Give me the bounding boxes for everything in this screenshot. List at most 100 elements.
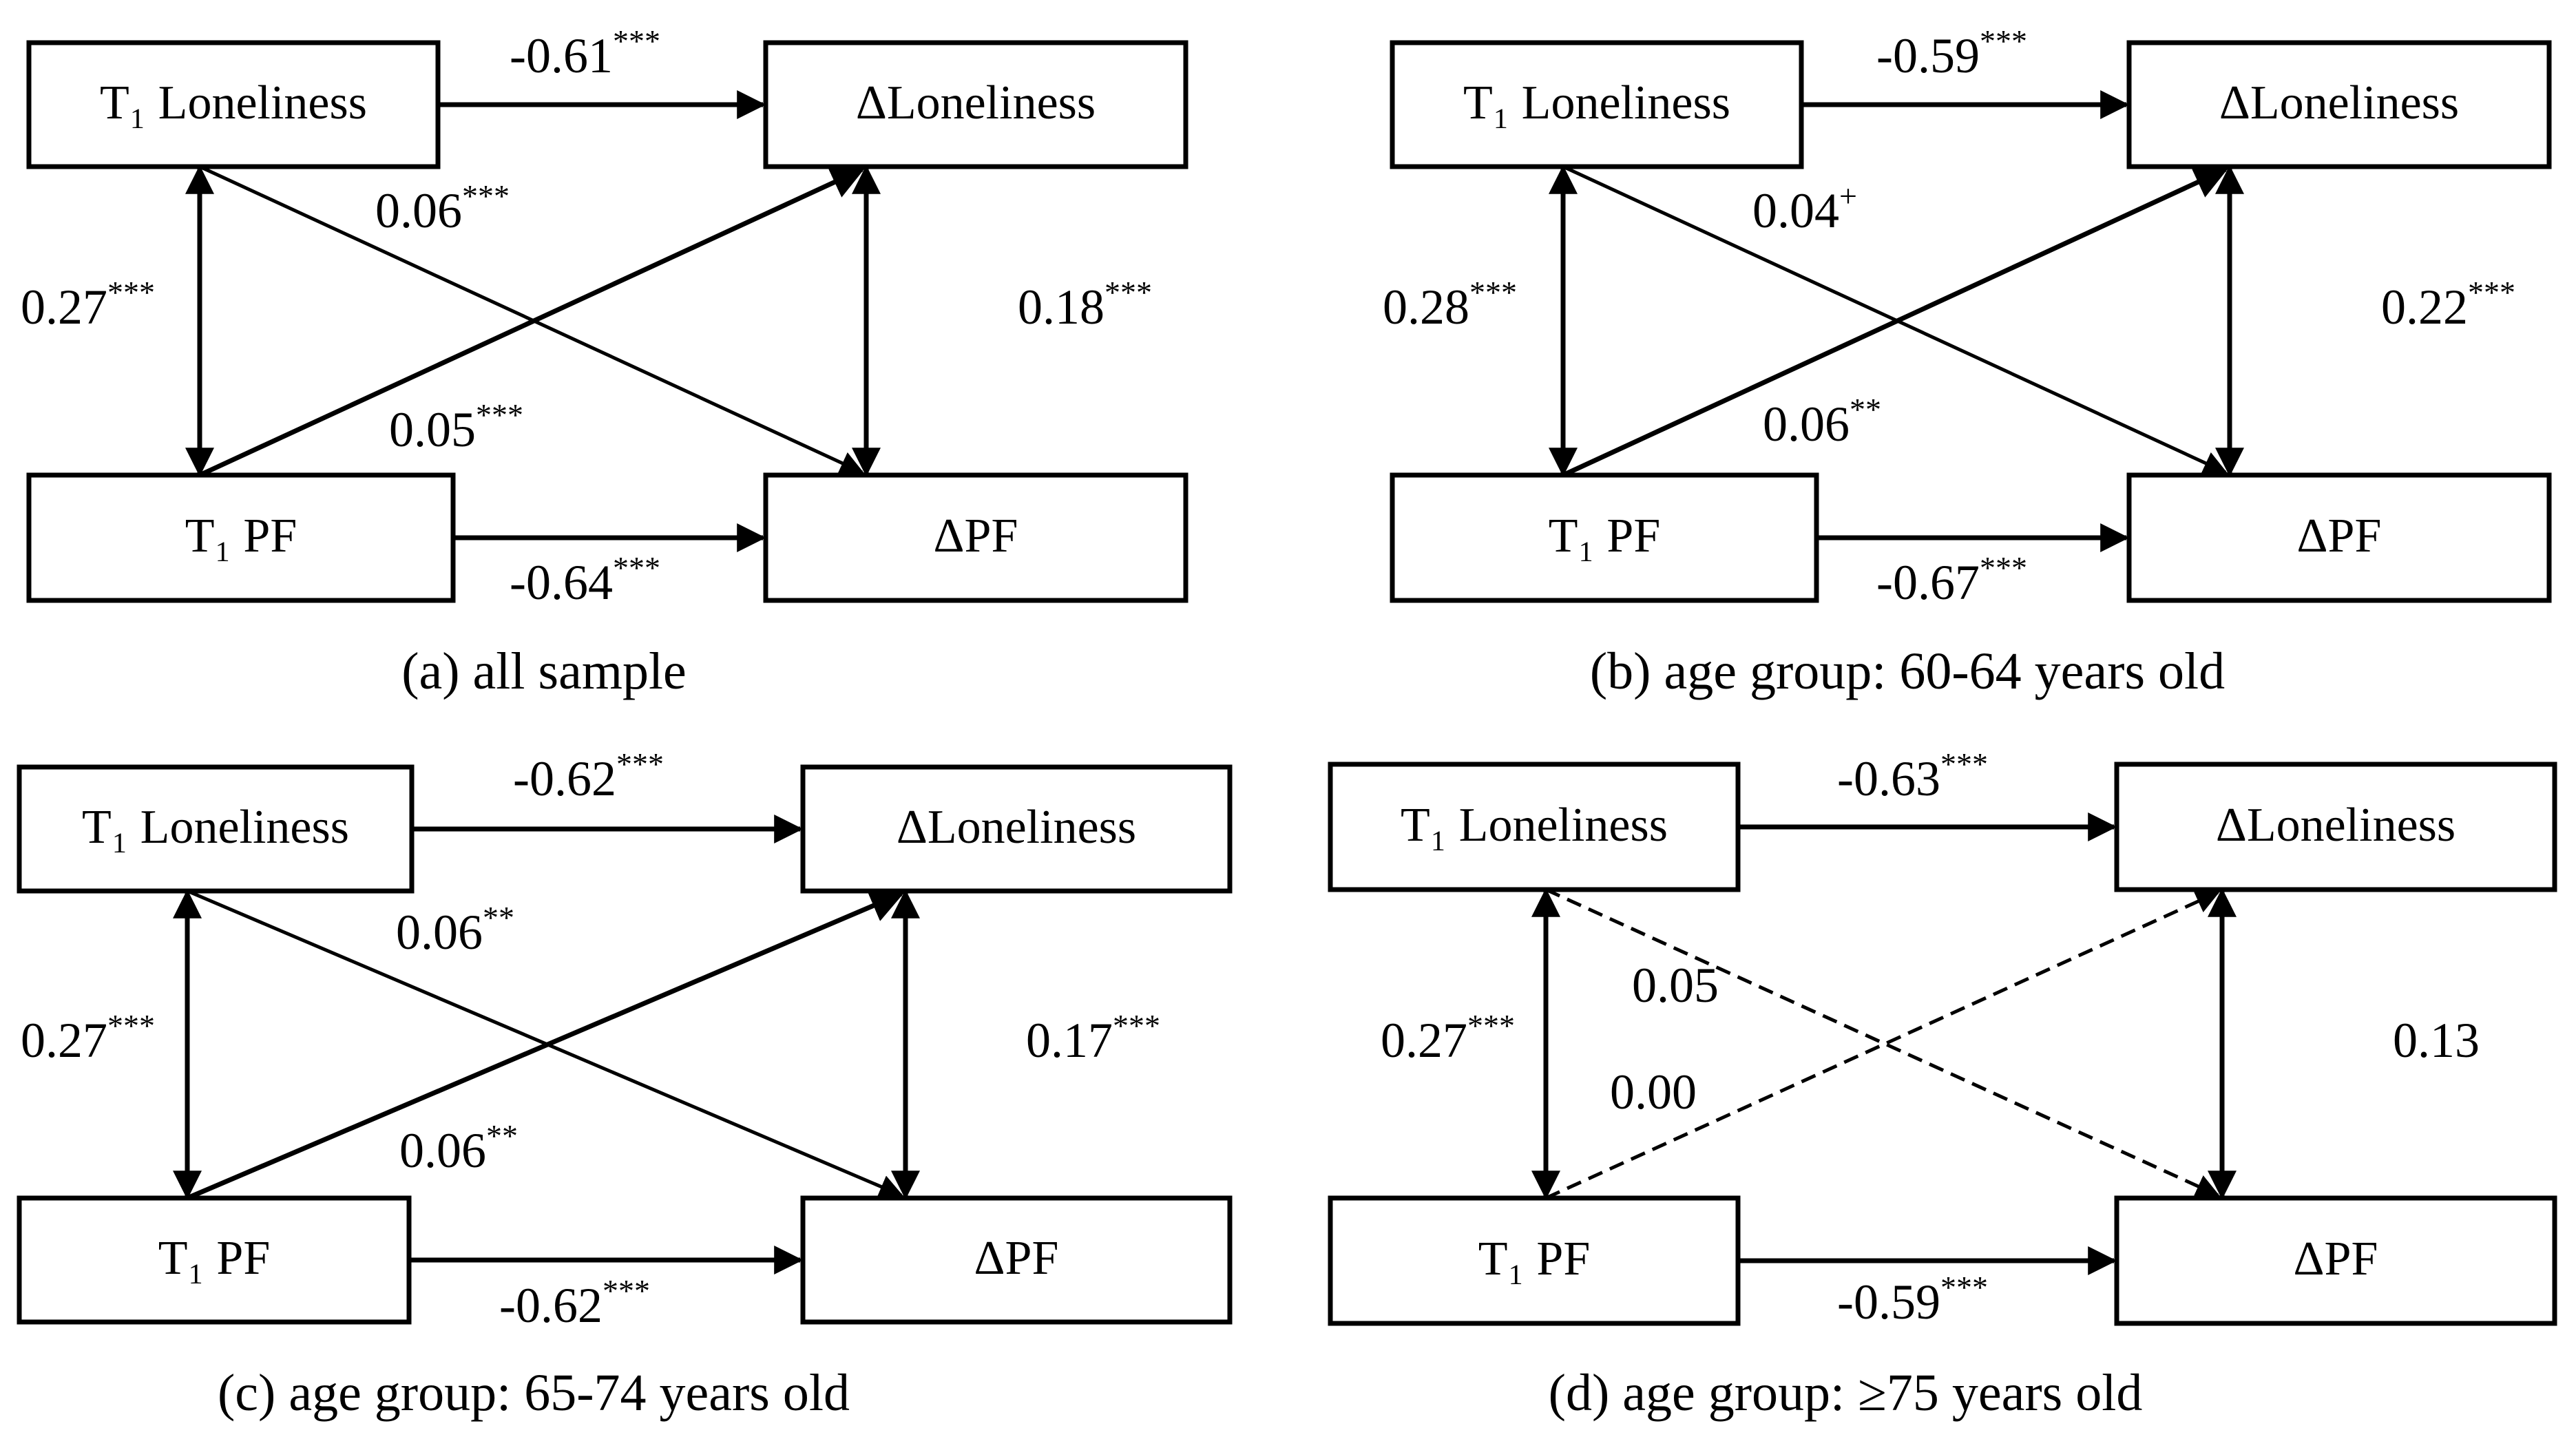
coef-pf-to-delta-pf-value: -0.62 <box>499 1278 603 1333</box>
coef-t1-covariance-significance: *** <box>1467 1008 1515 1043</box>
coef-pf-to-delta-pf-significance: *** <box>603 1273 650 1308</box>
coef-loneliness-to-delta-loneliness: -0.62*** <box>513 746 664 806</box>
coef-delta-covariance: 0.18*** <box>1018 275 1152 335</box>
coef-loneliness-to-delta-pf-significance: + <box>1839 178 1857 213</box>
coef-pf-to-delta-pf-significance: *** <box>613 550 660 585</box>
coef-loneliness-to-delta-pf-significance: ** <box>483 900 514 935</box>
path-loneliness-to-delta-pf <box>1544 888 2221 1197</box>
box-t1-pf-label: T₁ PF <box>1549 510 1661 563</box>
coef-loneliness-to-delta-loneliness-significance: *** <box>616 746 664 781</box>
panel-caption-a: (a) all sample <box>401 642 687 700</box>
coef-t1-covariance: 0.27*** <box>1381 1008 1515 1068</box>
box-t1-loneliness-label: T₁ Loneliness <box>1463 76 1730 129</box>
path-pf-to-delta-loneliness <box>1562 167 2229 478</box>
coef-pf-to-delta-pf-value: -0.59 <box>1837 1274 1940 1330</box>
coef-loneliness-to-delta-loneliness-value: -0.59 <box>1876 28 1980 83</box>
coef-t1-covariance-value: 0.27 <box>21 280 107 335</box>
coef-loneliness-to-delta-pf-value: 0.04 <box>1752 183 1839 238</box>
box-delta-pf-label: ΔPF <box>934 510 1018 563</box>
coef-delta-covariance-value: 0.18 <box>1018 280 1104 335</box>
box-delta-pf <box>2126 472 2552 603</box>
coef-loneliness-to-delta-pf: 0.05 <box>1632 958 1719 1013</box>
coef-t1-covariance-significance: *** <box>1469 275 1517 310</box>
coef-loneliness-to-delta-pf-significance: *** <box>462 178 510 213</box>
coef-pf-to-delta-pf-significance: *** <box>1980 550 2027 585</box>
box-delta-loneliness-label: ΔLoneliness <box>897 801 1136 854</box>
coef-pf-to-delta-pf: -0.64*** <box>510 550 660 610</box>
coef-loneliness-to-delta-loneliness-value: -0.61 <box>510 28 613 83</box>
path-pf-to-delta-loneliness <box>198 167 866 478</box>
box-delta-pf-label: ΔPF <box>2294 1232 2378 1286</box>
coef-loneliness-to-delta-loneliness-significance: *** <box>613 23 660 59</box>
coef-pf-to-delta-loneliness: 0.06** <box>399 1118 518 1178</box>
box-t1-pf <box>17 1195 412 1325</box>
box-delta-loneliness-label: ΔLoneliness <box>2216 799 2455 852</box>
coef-delta-covariance-significance: *** <box>1104 275 1152 310</box>
path-pf-to-delta-loneliness <box>1544 890 2221 1200</box>
coef-pf-to-delta-pf: -0.62*** <box>499 1273 650 1333</box>
box-t1-loneliness-label: T₁ Loneliness <box>82 801 349 854</box>
path-loneliness-to-delta-pf <box>1562 165 2228 474</box>
coef-pf-to-delta-pf-value: -0.64 <box>510 555 613 610</box>
coef-delta-covariance-value: 0.22 <box>2381 280 2468 335</box>
panel-caption-d: (d) age group: ≥75 years old <box>1549 1364 2143 1422</box>
coef-pf-to-delta-loneliness-value: 0.05 <box>389 402 476 457</box>
coef-pf-to-delta-loneliness: 0.06** <box>1763 392 1881 452</box>
coef-pf-to-delta-loneliness-value: 0.06 <box>1763 397 1850 452</box>
box-delta-pf-label: ΔPF <box>2297 510 2382 563</box>
box-t1-pf-label: T₁ PF <box>158 1232 271 1285</box>
coef-t1-covariance-value: 0.28 <box>1383 280 1469 335</box>
box-delta-loneliness-label: ΔLoneliness <box>2219 76 2459 129</box>
box-t1-pf-label: T₁ PF <box>1478 1232 1591 1286</box>
coef-pf-to-delta-pf-significance: *** <box>1940 1270 1988 1305</box>
path-pf-to-delta-loneliness <box>186 890 905 1201</box>
box-t1-loneliness-label: T₁ Loneliness <box>100 76 367 129</box>
coef-t1-covariance: 0.27*** <box>21 275 155 335</box>
coef-pf-to-delta-loneliness-significance: ** <box>486 1118 518 1153</box>
coef-loneliness-to-delta-loneliness-value: -0.63 <box>1837 751 1940 806</box>
box-delta-pf <box>763 472 1188 603</box>
coef-t1-covariance-significance: *** <box>107 275 155 310</box>
coef-pf-to-delta-loneliness-value: 0.06 <box>399 1123 486 1178</box>
coef-delta-covariance-significance: *** <box>2468 275 2515 310</box>
box-t1-pf <box>1328 1195 1741 1326</box>
coef-t1-covariance-significance: *** <box>107 1008 155 1043</box>
box-delta-loneliness-label: ΔLoneliness <box>856 76 1096 129</box>
coef-pf-to-delta-loneliness-value: 0.00 <box>1610 1064 1697 1120</box>
panel-caption-b: (b) age group: 60-64 years old <box>1590 642 2225 700</box>
coef-delta-covariance-value: 0.17 <box>1026 1013 1113 1068</box>
coef-t1-covariance-value: 0.27 <box>21 1013 107 1068</box>
coef-loneliness-to-delta-loneliness: -0.61*** <box>510 23 660 83</box>
box-t1-pf <box>26 472 456 603</box>
path-loneliness-to-delta-pf <box>187 889 904 1198</box>
box-t1-loneliness <box>26 40 441 169</box>
coef-loneliness-to-delta-loneliness-significance: *** <box>1940 746 1988 781</box>
box-t1-loneliness <box>17 764 415 894</box>
box-t1-pf-label: T₁ PF <box>185 510 297 563</box>
box-delta-loneliness <box>2114 762 2557 892</box>
box-delta-pf <box>2114 1195 2557 1326</box>
coef-t1-covariance: 0.28*** <box>1383 275 1517 335</box>
coef-delta-covariance-value: 0.13 <box>2393 1013 2480 1068</box>
coef-loneliness-to-delta-pf: 0.06** <box>396 900 514 960</box>
coef-pf-to-delta-pf: -0.59*** <box>1837 1270 1988 1330</box>
coef-pf-to-delta-pf-value: -0.67 <box>1876 555 1980 610</box>
coef-t1-covariance-value: 0.27 <box>1381 1013 1467 1068</box>
coef-delta-covariance: 0.22*** <box>2381 275 2515 335</box>
coef-delta-covariance: 0.17*** <box>1026 1008 1160 1068</box>
coef-loneliness-to-delta-loneliness: -0.63*** <box>1837 746 1988 806</box>
coef-loneliness-to-delta-pf-value: 0.06 <box>375 183 462 238</box>
coef-pf-to-delta-loneliness-significance: *** <box>476 397 523 432</box>
coef-pf-to-delta-loneliness: 0.05*** <box>389 397 523 457</box>
coef-loneliness-to-delta-pf-value: 0.05 <box>1632 958 1719 1013</box>
coef-pf-to-delta-loneliness-significance: ** <box>1850 392 1881 427</box>
coef-pf-to-delta-loneliness: 0.00 <box>1610 1064 1697 1120</box>
box-delta-pf <box>800 1195 1233 1325</box>
coef-loneliness-to-delta-pf-value: 0.06 <box>396 905 483 960</box>
coef-loneliness-to-delta-loneliness: -0.59*** <box>1876 23 2027 83</box>
coef-delta-covariance: 0.13 <box>2393 1013 2480 1068</box>
